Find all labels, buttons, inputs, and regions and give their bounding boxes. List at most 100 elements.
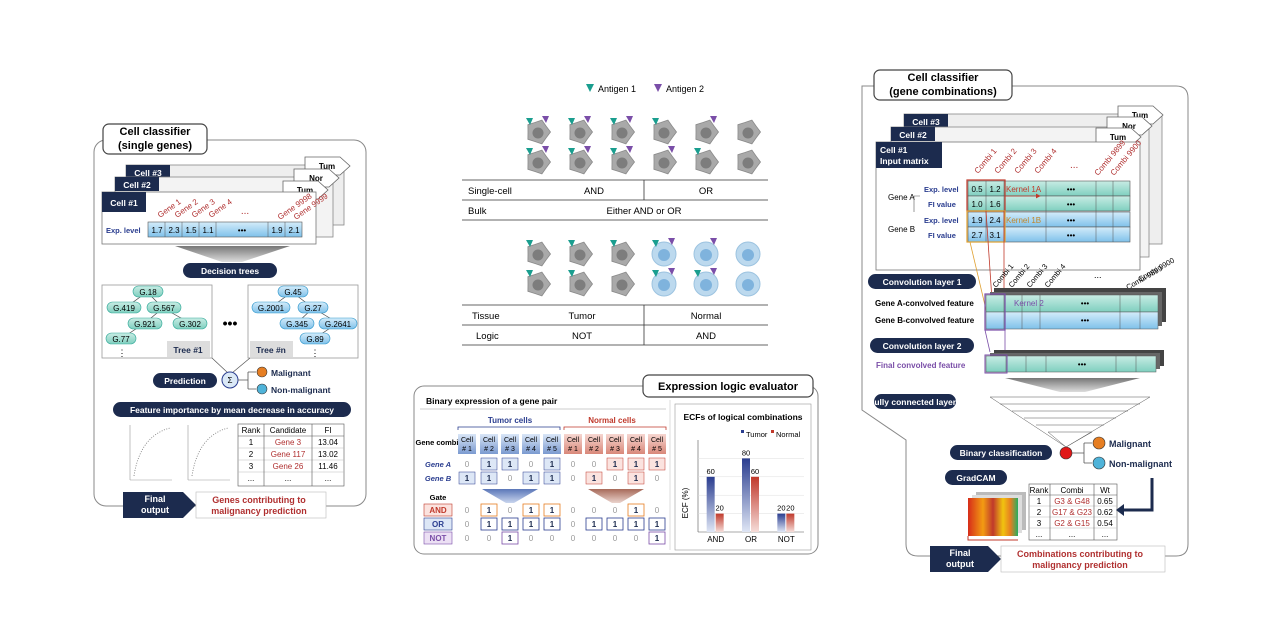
binary-value: 0 xyxy=(465,460,470,469)
tree-node: G.2641 xyxy=(325,320,352,329)
cell-column-label: Cell xyxy=(588,437,601,444)
binary-cell-on xyxy=(501,457,519,471)
binary-value: 0 xyxy=(571,460,576,469)
binary-value: 0 xyxy=(655,474,660,483)
ecf-value-label: 20 xyxy=(715,504,723,513)
gate-cell-on xyxy=(648,517,666,531)
binary-value: 0 xyxy=(613,474,618,483)
fi-table-header: Candidate xyxy=(270,426,307,435)
rgene-b: Gene B xyxy=(888,225,915,234)
matrix-cell: 1.0 xyxy=(971,200,983,209)
left-panel: Cell classifier (single genes) Cell #3 C… xyxy=(93,123,367,519)
matrix-cell: 0.5 xyxy=(971,185,983,194)
fi-plot-2 xyxy=(178,422,230,484)
cell-column-number: # 1 xyxy=(568,446,578,453)
output-node-icon xyxy=(1059,446,1073,460)
antigen2-icon xyxy=(668,146,675,153)
kernel-1a-label: Kernel 1A xyxy=(1006,185,1042,194)
antigen2-icon xyxy=(710,238,717,245)
combi-table-cell: 0.65 xyxy=(1097,497,1113,506)
binary-cell-on xyxy=(585,471,603,485)
binary-value: 0 xyxy=(571,506,576,515)
tag-tum-front-text: Tum xyxy=(297,186,313,195)
antigen2-icon xyxy=(584,146,591,153)
cell-column-label: Cell xyxy=(546,437,559,444)
binary-value: 1 xyxy=(487,460,492,469)
left-title-line2: (single genes) xyxy=(118,140,192,152)
combi-table-header: Combi xyxy=(1060,486,1083,495)
ecf-bar-tumor xyxy=(706,476,715,532)
combi-table-cell: ... xyxy=(1069,530,1076,539)
gate-cell-on xyxy=(585,517,603,531)
cell-column-number: # 5 xyxy=(547,446,557,453)
right-title-line1: Cell classifier xyxy=(908,72,980,84)
cell-column-label: Cell xyxy=(609,437,622,444)
binary-cell-on xyxy=(627,471,645,485)
conv2-pill xyxy=(870,338,974,353)
funnel-tumor xyxy=(482,489,538,503)
cell-column-header xyxy=(606,434,624,454)
tree1-label-box xyxy=(167,341,210,357)
antigen1-icon xyxy=(526,270,533,277)
fi-table-cell: Gene 26 xyxy=(273,462,304,471)
rfinal-output-box xyxy=(1000,545,1166,573)
matrix-dots: ••• xyxy=(1067,200,1076,209)
either-label: Either AND or OR xyxy=(607,206,682,217)
cell-column-label: Cell xyxy=(525,437,538,444)
rfinal-output-arrow xyxy=(930,546,1001,572)
ecf-bar-normal xyxy=(786,513,795,532)
binary-classification-pill xyxy=(950,445,1052,460)
tree-node: G.419 xyxy=(113,304,135,313)
cell-column-number: # 3 xyxy=(505,446,515,453)
matrix-cell: 2.4 xyxy=(989,216,1001,225)
trees-ellipsis: ••• xyxy=(223,315,238,331)
cell-column-label: Cell xyxy=(651,437,664,444)
rcell2-tab xyxy=(891,127,935,141)
conv1-layer: ••• ••• Kernel 2 xyxy=(984,288,1166,331)
top-cells xyxy=(526,116,761,297)
gene-b-feature: Gene B-convolved feature xyxy=(875,316,975,325)
and2-label: AND xyxy=(696,331,716,342)
matrix-dots: ••• xyxy=(1067,216,1076,225)
gate-cell-on xyxy=(501,517,519,531)
fi-table-cell: 2 xyxy=(249,450,254,459)
fi-table-cell: ... xyxy=(325,474,332,483)
binary-value: 0 xyxy=(487,534,492,543)
legend-tumor-swatch xyxy=(741,430,744,433)
binary-value: 1 xyxy=(508,460,513,469)
gate-cell-on xyxy=(522,503,540,517)
antigen2-icon xyxy=(710,268,717,275)
ecf-category-label: OR xyxy=(745,535,757,544)
binary-cell-on xyxy=(648,457,666,471)
cell-column-label: Cell xyxy=(630,437,643,444)
antigen2-icon xyxy=(542,116,549,123)
rcell1-line2: Input matrix xyxy=(880,156,929,166)
fc-layers xyxy=(989,396,1151,448)
rexp-b: Exp. level xyxy=(924,216,959,225)
antigen1-icon xyxy=(526,148,533,155)
gene-header-ellipsis: ... xyxy=(241,206,249,217)
fi-table-header: FI xyxy=(324,426,331,435)
rcell3-tab xyxy=(904,114,948,128)
row-logic: Logic xyxy=(476,331,499,342)
gradcam-label: GradCAM xyxy=(956,473,995,483)
row-bulk: Bulk xyxy=(468,206,487,217)
right-title-line2: (gene combinations) xyxy=(889,86,997,98)
matrix-cell: 1.6 xyxy=(989,200,1001,209)
fi-plot-1 xyxy=(120,422,172,484)
antigen1-icon xyxy=(586,84,594,92)
row-tissue: Tissue xyxy=(472,311,500,322)
conv1-dots: ••• xyxy=(1081,299,1090,308)
conv2-layer: ••• xyxy=(984,350,1164,374)
rcell1-tab xyxy=(876,142,942,168)
tree-node: G.921 xyxy=(134,320,156,329)
legend-normal-swatch xyxy=(771,430,774,433)
gene-a-label: Gene A xyxy=(425,460,451,469)
binary-cell-on xyxy=(458,471,476,485)
antigen2-icon xyxy=(710,116,717,123)
evaluator-title: Expression logic evaluator xyxy=(658,381,799,393)
input-matrix: 0.5 1.2 1.0 1.6 1.9 2.4 2.7 3.1 ••• ••• … xyxy=(966,179,1131,243)
tree-node: G.2001 xyxy=(258,304,285,313)
binary-cell-on xyxy=(543,457,561,471)
cell-column-header xyxy=(564,434,582,454)
